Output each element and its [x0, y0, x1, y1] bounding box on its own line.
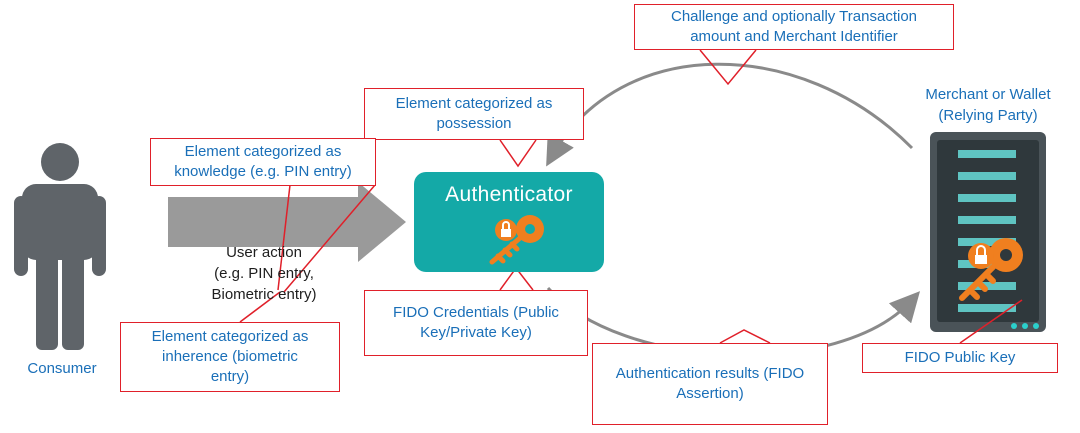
server-rack-icon — [930, 132, 1046, 332]
callout-inherence: Element categorized as inherence (biomet… — [120, 322, 340, 392]
person-silhouette-icon — [14, 143, 106, 350]
callout-possession: Element categorized as possession — [364, 88, 584, 140]
key-with-padlock-icon — [959, 238, 1023, 301]
consumer-label: Consumer — [27, 360, 97, 377]
callout-challenge: Challenge and optionally Transaction amo… — [634, 4, 954, 50]
callout-knowledge: Element categorized as knowledge (e.g. P… — [150, 138, 376, 186]
user-action-label: User action (e.g. PIN entry, Biometric e… — [211, 244, 317, 303]
authenticator-title: Authenticator — [445, 183, 573, 206]
callout-pointers — [239, 49, 1023, 344]
callout-auth-results: Authentication results (FIDO Assertion) — [592, 343, 828, 425]
callout-fido-credentials: FIDO Credentials (Public Key/Private Key… — [364, 290, 588, 356]
key-with-padlock-icon — [489, 215, 544, 265]
challenge-flow-arrow — [546, 62, 914, 167]
user-action-arrow — [168, 182, 406, 262]
authenticator-box: Authenticator — [414, 172, 604, 272]
callout-fido-public-key: FIDO Public Key — [862, 343, 1058, 373]
relying-party-label: Merchant or Wallet (Relying Party) — [925, 86, 1051, 124]
